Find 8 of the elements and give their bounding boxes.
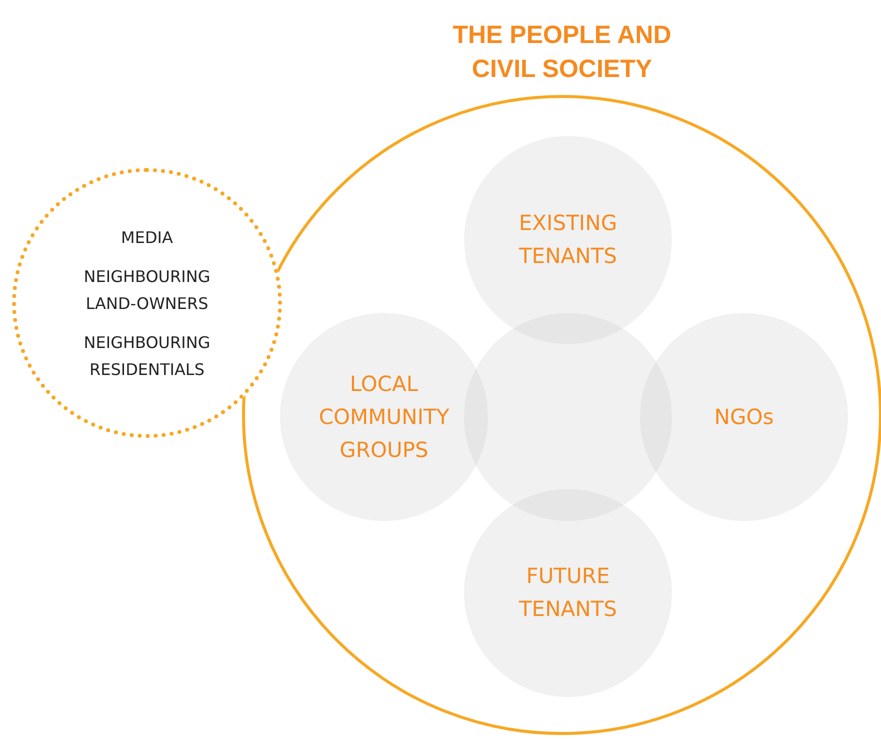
heading: THE PEOPLE AND CIVIL SOCIETY (452, 20, 672, 85)
group-label: NEIGHBOURING RESIDENTIALS (82, 332, 212, 380)
group-label: NGOs (713, 404, 775, 430)
group-label: FUTURE TENANTS (518, 563, 618, 623)
group-label: LOCAL COMMUNITY GROUPS (318, 370, 450, 464)
group-label: NEIGHBOURING LAND-OWNERS (82, 266, 212, 314)
group-label: EXISTING TENANTS (518, 210, 618, 270)
group-label: MEDIA (120, 226, 174, 248)
